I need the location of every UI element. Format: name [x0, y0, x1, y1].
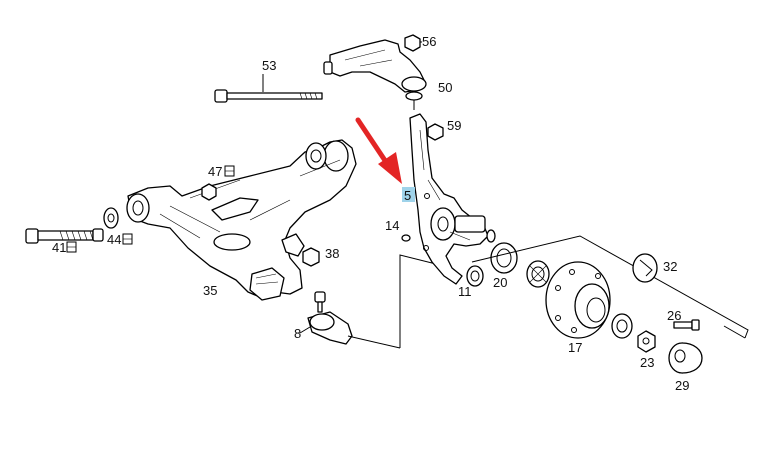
label-14: 14 — [385, 218, 399, 233]
part-32-clip[interactable] — [632, 253, 658, 283]
part-17-wheel-hub[interactable] — [545, 261, 611, 339]
label-5: 5 — [404, 188, 411, 203]
part-23-nut[interactable] — [637, 330, 656, 353]
part-14-washer[interactable] — [401, 234, 411, 242]
label-11: 11 — [458, 284, 472, 299]
highlight-5 — [402, 187, 415, 202]
label-47: 47 — [208, 164, 222, 179]
part-8-ball-joint[interactable] — [299, 291, 401, 349]
label-44: 44 — [107, 232, 121, 247]
part-59-nut[interactable] — [427, 123, 444, 141]
label-32: 32 — [663, 259, 677, 274]
part-53-long-bolt[interactable] — [214, 74, 323, 103]
part-38-nut[interactable] — [302, 247, 320, 267]
part-5-steering-knuckle[interactable] — [409, 113, 496, 285]
hub-assembly-outline — [471, 235, 749, 339]
label-26: 26 — [667, 308, 681, 323]
part-41-bolt[interactable] — [25, 228, 104, 244]
part-56-nut[interactable] — [404, 34, 422, 52]
part-26-bolt[interactable] — [673, 319, 700, 331]
label-50: 50 — [438, 80, 452, 95]
label-56: 56 — [422, 34, 436, 49]
square-bracket-icon — [66, 241, 77, 253]
label-20: 20 — [493, 275, 507, 290]
label-59: 59 — [447, 118, 461, 133]
part-35-lower-control-arm[interactable] — [126, 139, 357, 301]
label-41: 41 — [52, 240, 66, 255]
part-47-nut[interactable] — [201, 183, 217, 201]
label-29: 29 — [675, 378, 689, 393]
label-53: 53 — [262, 58, 276, 73]
square-bracket-icon — [122, 233, 133, 245]
part-44-washer[interactable] — [103, 207, 119, 229]
part-29-dust-cap[interactable] — [668, 342, 703, 374]
label-23: 23 — [640, 355, 654, 370]
inner-bearing[interactable] — [526, 260, 550, 288]
part-11-cap[interactable] — [466, 265, 484, 287]
outer-bearing[interactable] — [611, 313, 633, 339]
label-38: 38 — [325, 246, 339, 261]
part-50-upper-control-arm[interactable] — [323, 39, 427, 110]
part-20-seal-ring[interactable] — [490, 242, 518, 274]
square-bracket-icon — [224, 165, 235, 177]
label-35: 35 — [203, 283, 217, 298]
red-arrow-icon — [355, 117, 402, 184]
label-8: 8 — [294, 326, 301, 341]
label-17: 17 — [568, 340, 582, 355]
